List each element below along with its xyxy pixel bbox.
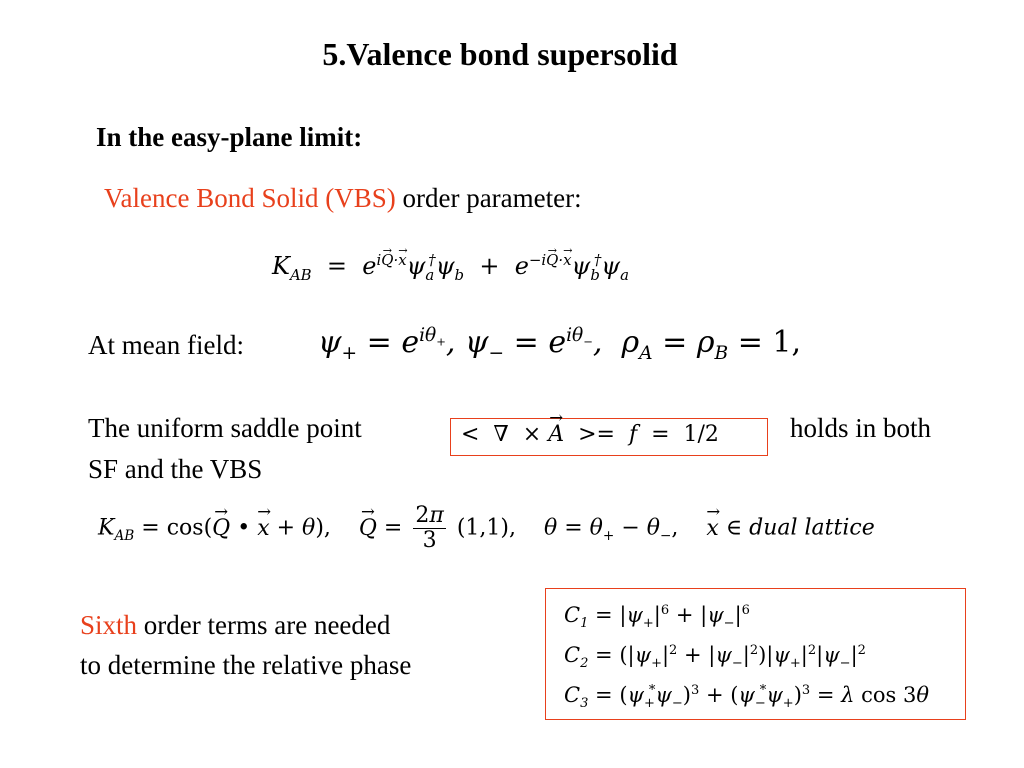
- mean-field-equation: ψ+ = eiθ+, ψ− = eiθ−, ρA = ρB = 1,: [318, 325, 801, 364]
- slide-title: 5.Valence bond supersolid: [322, 36, 678, 72]
- vbs-order-parameter-line: Valence Bond Solid (VBS) order parameter…: [104, 183, 582, 214]
- saddle-point-text: The uniform saddle point: [88, 413, 362, 443]
- vbs-rest-text: order parameter:: [402, 183, 582, 213]
- easy-plane-heading: In the easy-plane limit:: [96, 122, 363, 152]
- saddle-point-tail: holds in both: [790, 413, 932, 443]
- sixth-order-line: Sixth order terms are needed: [80, 610, 390, 641]
- c-terms-equations: C1 = |ψ+|6 + |ψ−|6 C2 = (|ψ+|2 + |ψ−|2)|…: [564, 595, 929, 715]
- flux-equation-box: < ∇ × A >= f = 1/2: [450, 408, 768, 456]
- c1-equation: C1 = |ψ+|6 + |ψ−|6: [564, 603, 750, 632]
- saddle-point-line2: SF and the VBS: [88, 454, 263, 484]
- k-ab-cosine-equation: KAB = cos(Q • x + θ), Q = 2π3 (1,1), θ =…: [98, 502, 875, 553]
- c3-equation: C3 = (ψ+*ψ−)3 + (ψ−*ψ+)3 = λ cos 3θ: [564, 683, 930, 712]
- sixth-order-terms-box: C1 = |ψ+|6 + |ψ−|6 C2 = (|ψ+|2 + |ψ−|2)|…: [545, 588, 966, 720]
- sixth-order-line2: to determine the relative phase: [80, 650, 412, 680]
- sixth-label: Sixth: [80, 610, 138, 640]
- c2-equation: C2 = (|ψ+|2 + |ψ−|2)|ψ+|2|ψ−|2: [564, 643, 866, 672]
- mean-field-label: At mean field:: [88, 330, 244, 360]
- k-ab-definition-equation: KAB = eiQ·xψa†ψb + e−iQ·xψb†ψa: [272, 251, 629, 284]
- flux-equation: < ∇ × A >= f = 1/2: [461, 408, 719, 447]
- vbs-label: Valence Bond Solid (VBS): [104, 183, 396, 213]
- sixth-rest-text: order terms are needed: [143, 610, 391, 640]
